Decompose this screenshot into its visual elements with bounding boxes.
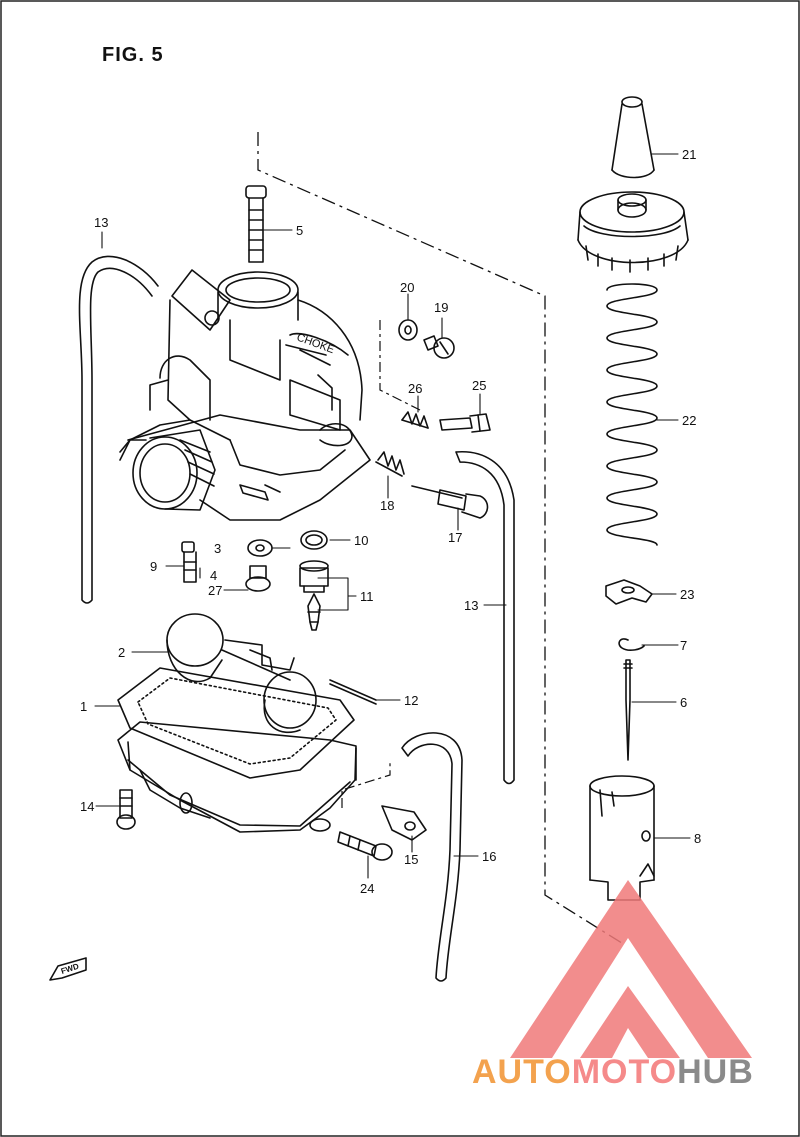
vent-hose-right xyxy=(455,450,515,785)
o-ring-10 xyxy=(300,530,328,550)
float-bowl xyxy=(117,721,357,833)
callout-7: 7 xyxy=(680,638,687,653)
callout-9: 9 xyxy=(150,559,157,574)
callout-21: 21 xyxy=(682,147,696,162)
screw-14 xyxy=(116,789,136,830)
screw-19 xyxy=(423,335,455,359)
needle-retainer-plate-23 xyxy=(605,579,653,605)
spring-26 xyxy=(401,411,429,429)
callout-10: 10 xyxy=(354,533,368,548)
callout-24: 24 xyxy=(360,881,374,896)
callout-12: 12 xyxy=(404,693,418,708)
bracket-15 xyxy=(381,805,427,841)
callout-17: 17 xyxy=(448,530,462,545)
drain-bolt-24 xyxy=(337,831,393,861)
callout-23: 23 xyxy=(680,587,694,602)
assembly-line xyxy=(257,132,626,946)
callout-18: 18 xyxy=(380,498,394,513)
mixing-chamber-top xyxy=(577,191,689,273)
callout-14: 14 xyxy=(80,799,94,814)
vent-hose-left xyxy=(78,255,159,604)
callout-19: 19 xyxy=(434,300,448,315)
float-2 xyxy=(166,613,317,734)
e-clip-7 xyxy=(618,638,645,651)
throttle-stop-bolt xyxy=(245,185,267,263)
needle-valve-11 xyxy=(307,593,321,631)
plug-27 xyxy=(245,565,271,592)
watermark-moto: MOTO xyxy=(571,1053,678,1091)
throttle-valve-8 xyxy=(589,775,655,901)
needle-valve-seat-11 xyxy=(299,560,329,593)
watermark-logo-icon xyxy=(510,880,752,1058)
callout-26: 26 xyxy=(408,381,422,396)
callout-13-left: 13 xyxy=(94,215,108,230)
figure-title: FIG. 5 xyxy=(102,44,164,66)
callout-2: 2 xyxy=(118,645,125,660)
callout-16: 16 xyxy=(482,849,496,864)
pilot-jet-9 xyxy=(181,541,197,583)
watermark-text: AUTOMOTOHUB xyxy=(472,1053,754,1092)
callout-15: 15 xyxy=(404,852,418,867)
callout-4: 4 xyxy=(210,568,217,583)
watermark-auto: AUTO xyxy=(472,1053,572,1091)
assembly-line-bowl xyxy=(341,760,391,808)
jet-needle-6 xyxy=(625,659,631,761)
spring-18 xyxy=(375,451,405,477)
throttle-spring-22 xyxy=(606,283,658,546)
callout-5: 5 xyxy=(296,223,303,238)
washer-3 xyxy=(247,539,273,557)
pilot-air-screw-25 xyxy=(439,413,491,433)
throttle-stop-screw-17 xyxy=(411,485,489,519)
callout-11: 11 xyxy=(360,589,374,604)
callout-8: 8 xyxy=(694,831,701,846)
rubber-cap-21 xyxy=(611,96,655,179)
washer-20 xyxy=(398,319,418,341)
callout-3: 3 xyxy=(214,541,221,556)
intake-bell xyxy=(119,429,216,511)
callout-22: 22 xyxy=(682,413,696,428)
carburetor-body xyxy=(119,269,371,521)
drain-hose-16 xyxy=(401,732,463,982)
callout-25: 25 xyxy=(472,378,486,393)
callout-6: 6 xyxy=(680,695,687,710)
fwd-arrow-icon xyxy=(49,957,87,981)
callout-20: 20 xyxy=(400,280,414,295)
assembly-line-screw xyxy=(379,320,421,411)
callout-27: 27 xyxy=(208,583,222,598)
callout-1: 1 xyxy=(80,699,87,714)
watermark-hub: HUB xyxy=(677,1053,754,1091)
leader-lines xyxy=(94,153,691,879)
callout-labels: 1 2 3 4 5 6 7 8 9 10 11 12 13 13 14 15 1… xyxy=(80,147,701,896)
float-pin-12 xyxy=(329,679,377,705)
callout-13-right: 13 xyxy=(464,598,478,613)
